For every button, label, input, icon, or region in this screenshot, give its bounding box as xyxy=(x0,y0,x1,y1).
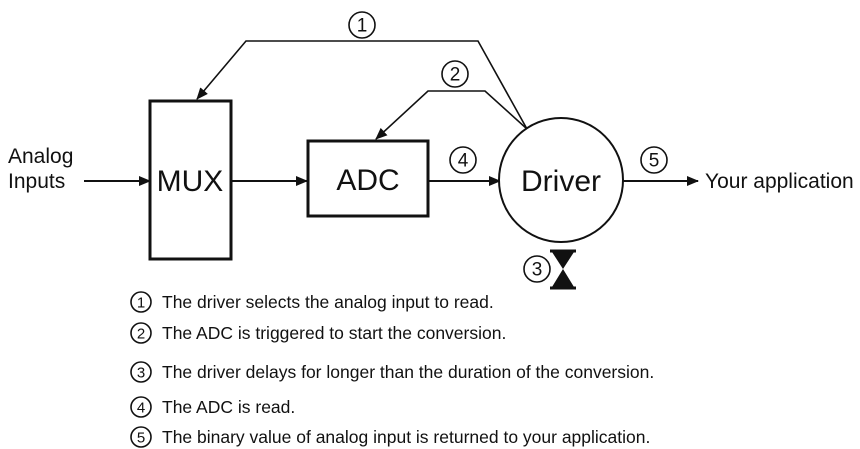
legend-step-3-marker xyxy=(130,361,152,383)
adc-block xyxy=(306,139,430,218)
driver-to-mux-feedback-arrow xyxy=(196,40,528,130)
legend-step-1-marker xyxy=(130,291,152,313)
legend-step-5-marker xyxy=(130,426,152,448)
analog-inputs-label-line1: Analog xyxy=(8,145,73,168)
step-3-number: 3 xyxy=(532,260,543,281)
legend-step-1-number: 1 xyxy=(137,295,145,312)
legend-step-4-text: The ADC is read. xyxy=(162,397,295,417)
step-4-marker xyxy=(449,146,477,174)
legend-step-2-text: The ADC is triggered to start the conver… xyxy=(162,323,506,343)
step-5-number: 5 xyxy=(649,151,660,172)
legend-step-3-number: 3 xyxy=(137,365,145,382)
legend: 1 The driver selects the analog input to… xyxy=(130,291,654,448)
your-application-label: Your application xyxy=(705,170,854,193)
legend-step-2-number: 2 xyxy=(137,326,145,343)
legend-item: 5 The binary value of analog input is re… xyxy=(130,426,650,448)
legend-step-3-text: The driver delays for longer than the du… xyxy=(162,362,654,382)
legend-step-2-marker xyxy=(130,322,152,344)
analog-inputs-label-line2: Inputs xyxy=(8,170,65,193)
legend-item: 3 The driver delays for longer than the … xyxy=(130,361,654,383)
driver-to-adc-trigger-arrow xyxy=(375,90,528,140)
legend-step-5-number: 5 xyxy=(137,430,145,447)
step-3-marker xyxy=(523,255,551,283)
mux-label: MUX xyxy=(157,165,224,198)
legend-step-5-text: The binary value of analog input is retu… xyxy=(162,427,650,447)
legend-step-4-number: 4 xyxy=(137,400,145,417)
legend-item: 4 The ADC is read. xyxy=(130,396,295,418)
step-1-marker xyxy=(348,11,376,39)
step-1-number: 1 xyxy=(357,16,368,37)
driver-label: Driver xyxy=(521,165,601,198)
step-5-marker xyxy=(640,146,668,174)
legend-item: 2 The ADC is triggered to start the conv… xyxy=(130,322,506,344)
step-2-number: 2 xyxy=(450,65,461,86)
step-4-number: 4 xyxy=(458,151,469,172)
legend-step-1-text: The driver selects the analog input to r… xyxy=(162,292,494,312)
legend-item: 1 The driver selects the analog input to… xyxy=(130,291,494,313)
hourglass-icon xyxy=(550,249,576,290)
adc-label: ADC xyxy=(336,164,399,197)
legend-step-4-marker xyxy=(130,396,152,418)
step-2-marker xyxy=(441,60,469,88)
